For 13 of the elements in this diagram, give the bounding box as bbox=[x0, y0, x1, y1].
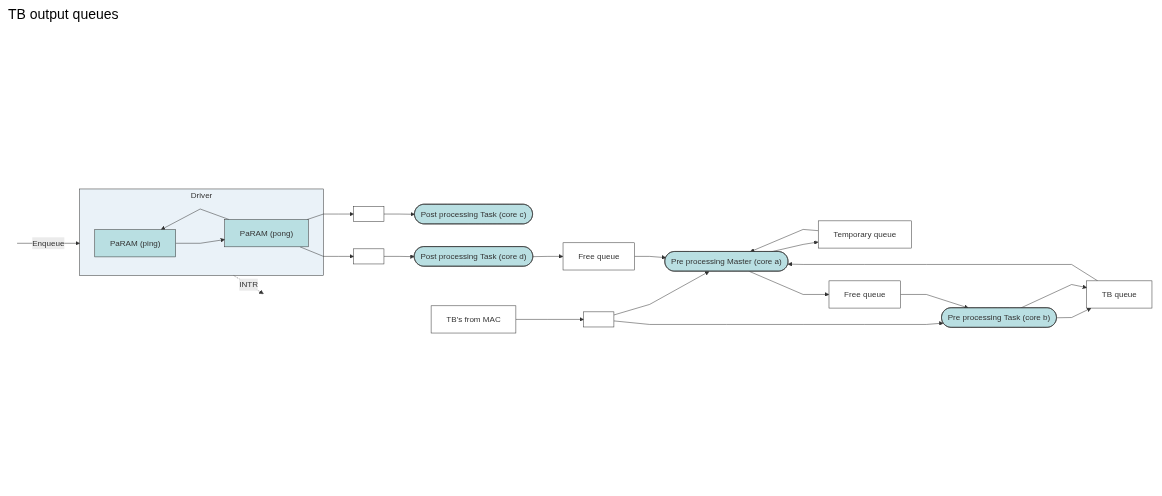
node-box bbox=[353, 248, 385, 265]
node-box: PaRAM (ping) bbox=[94, 229, 176, 258]
node-box: Free queue bbox=[562, 242, 635, 271]
node-box: TB’s from MAC bbox=[430, 305, 517, 334]
node-box: Free queue bbox=[828, 280, 901, 309]
node-box: Temporary queue bbox=[818, 220, 912, 249]
note-text: TB output queues bbox=[8, 6, 119, 22]
edge-label: Enqueue bbox=[32, 238, 65, 248]
edge-label: INTR bbox=[239, 280, 258, 289]
node-box bbox=[353, 206, 385, 222]
node-box: TB queue bbox=[1086, 280, 1153, 309]
node-box bbox=[583, 311, 615, 328]
node-box: PaRAM (pong) bbox=[224, 219, 309, 248]
